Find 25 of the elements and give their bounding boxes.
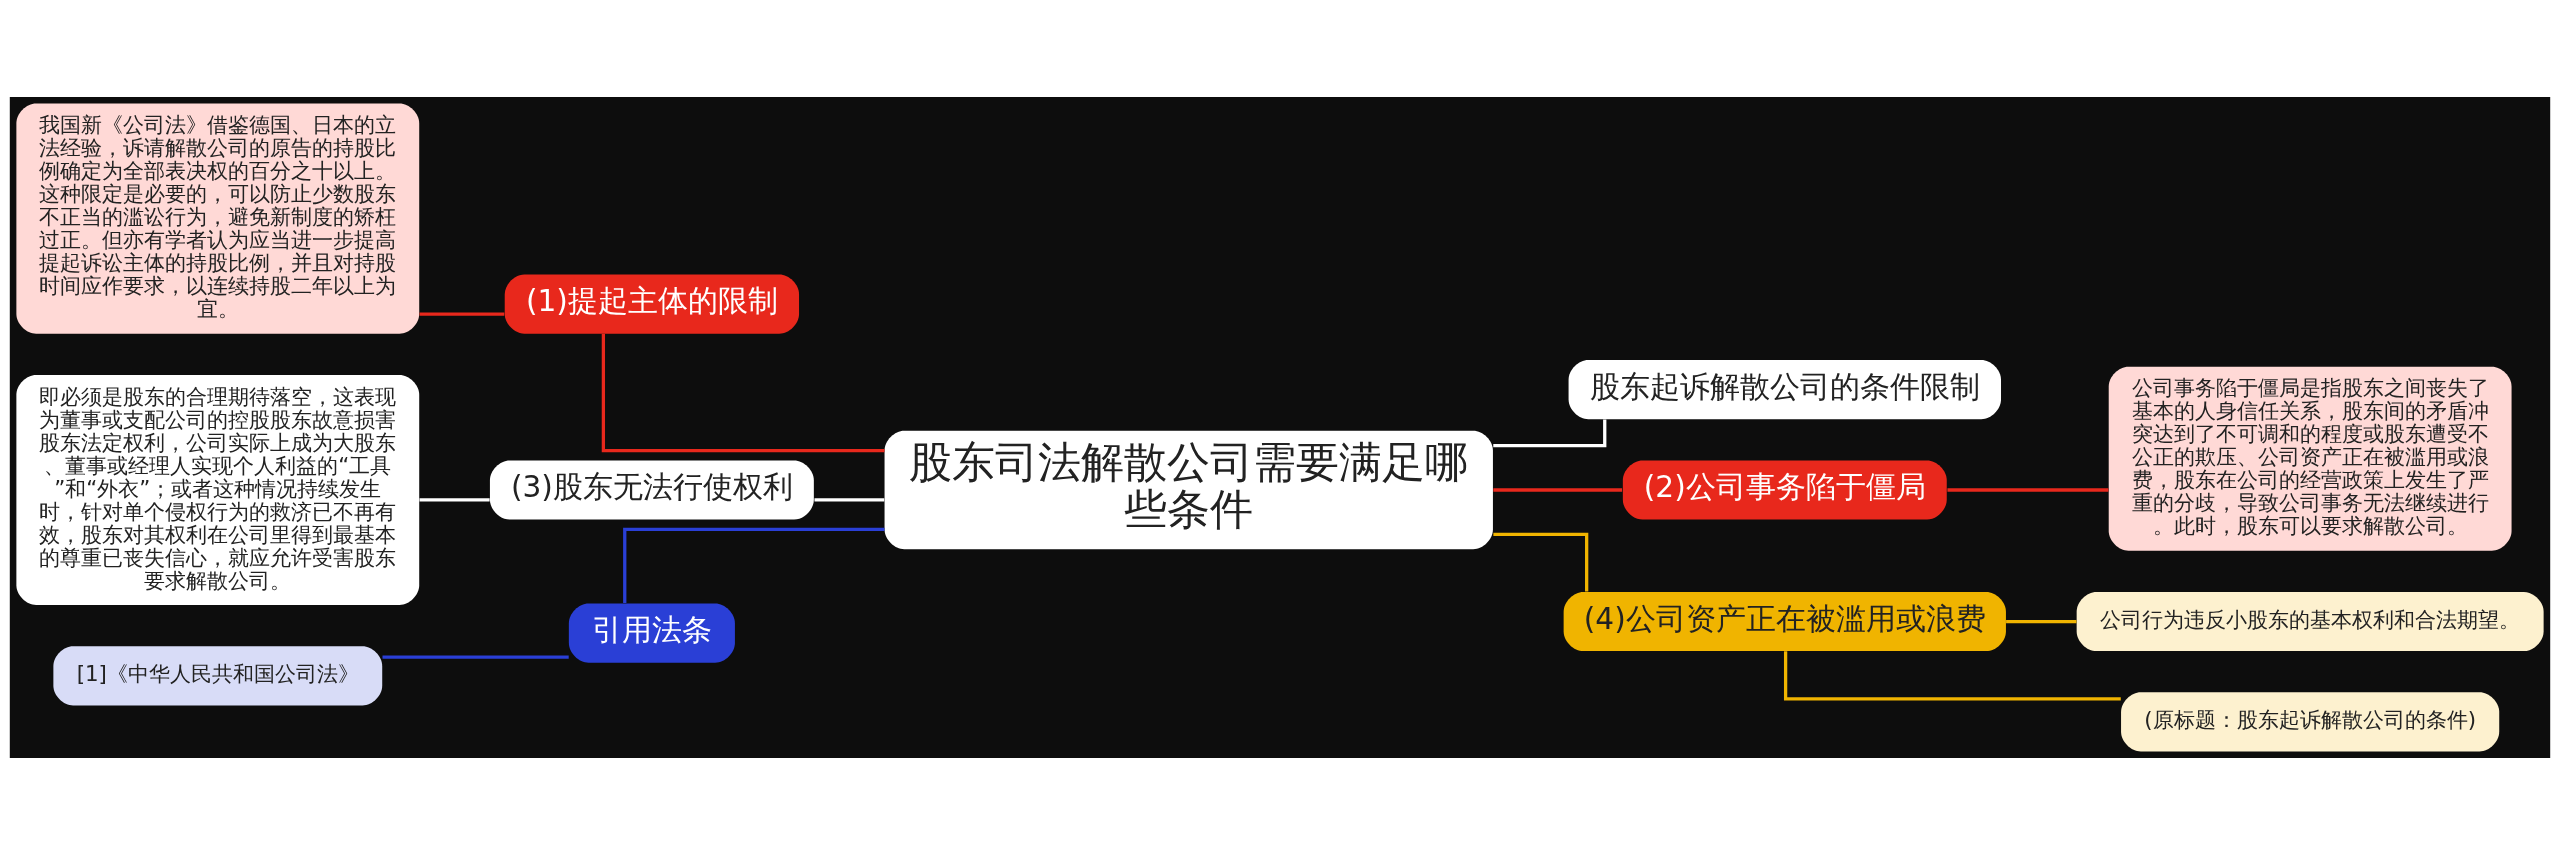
- node-box: 公司事务陷于僵局是指股东之间丧失了基本的人身信任关系，股东间的矛盾冲突达到了不可调和的程度或股东遭受不公正的欺压、公司资产正在被滥用或浪费，股东在公司的经营政策上发生了严重的分歧，导致公司事务无法继续进行。此时，股东可以要求解散公司。: [2108, 366, 2512, 551]
- connector: [419, 312, 505, 316]
- node-box: (原标题：股东起诉解散公司的条件): [2121, 692, 2500, 752]
- connector: [623, 527, 885, 604]
- connector: [1947, 488, 2109, 492]
- connector: [1493, 488, 1623, 492]
- connector: [1493, 419, 1607, 448]
- connector: [2006, 619, 2077, 624]
- connector: [1783, 651, 2121, 701]
- node-box: 公司行为违反小股东的基本权利和合法期望。: [2076, 591, 2544, 652]
- connector: [814, 498, 885, 502]
- node-box: 股东司法解散公司需要满足哪些条件: [884, 430, 1493, 550]
- node-box: 股东起诉解散公司的条件限制: [1568, 360, 2001, 420]
- connector: [601, 333, 885, 453]
- node-box: (1)提起主体的限制: [504, 274, 800, 334]
- node-box: 我国新《公司法》借鉴德国、日本的立法经验，诉请解散公司的原告的持股比例确定为全部表决权的百分之十以上。这种限定是必要的，可以防止少数股东不正当的滥讼行为，避免新制度的矫枉过正。但亦有学者认为应当进一步提高提起诉讼主体的持股比例，并且对持股时间应作要求，以连续持股二年以上为宜。: [16, 103, 420, 334]
- node-box: [1]《中华人民共和国公司法》: [53, 646, 383, 706]
- connector: [419, 498, 490, 502]
- connector: [382, 655, 569, 659]
- connector: [1493, 532, 1589, 592]
- node-box: (3)股东无法行使权利: [489, 460, 814, 520]
- node-box: 即必须是股东的合理期待落空，这表现为董事或支配公司的控股股东故意损害股东法定权利，公司实际上成为大股东、董事或经理人实现个人利益的“工具”和“外衣”；或者这种情况持续发生时，针对单个侵权行为的救济已不再有效，股东对其权利在公司里得到最基本的尊重已丧失信心，就应允许受害股东要求解散公司。: [16, 374, 420, 606]
- node-box: (4)公司资产正在被滥用或浪费: [1563, 591, 2006, 652]
- node-box: 引用法条: [568, 603, 735, 663]
- node-box: (2)公司事务陷于僵局: [1622, 460, 1947, 520]
